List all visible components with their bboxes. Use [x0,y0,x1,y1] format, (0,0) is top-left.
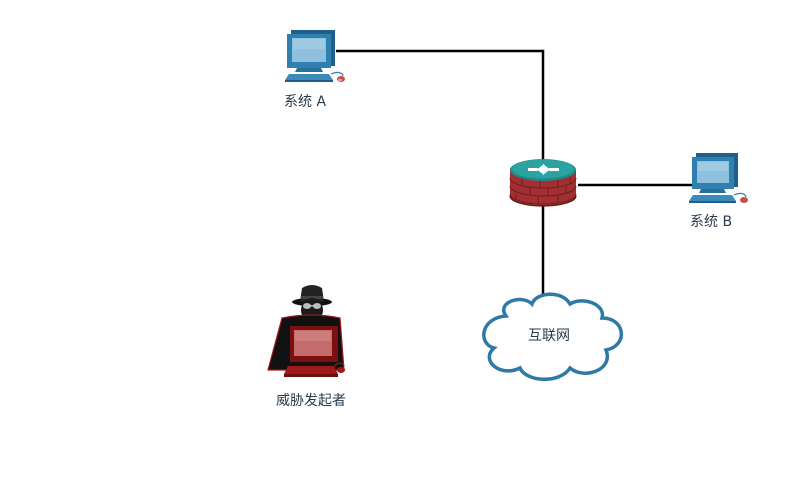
link-system-a-firewall [336,49,545,162]
internet-label: 互联网 [528,328,570,344]
system-a-label: 系统 A [284,94,327,110]
system-a-computer-icon[interactable] [285,30,345,82]
system-b-computer-icon[interactable] [689,153,748,203]
system-b-label: 系统 B [690,214,733,230]
threat-actor-icon[interactable] [267,285,345,377]
links [336,49,700,302]
threat-actor-label: 威胁发起者 [276,393,346,409]
firewall-icon[interactable] [509,159,577,207]
internet-cloud-icon[interactable] [482,292,624,381]
